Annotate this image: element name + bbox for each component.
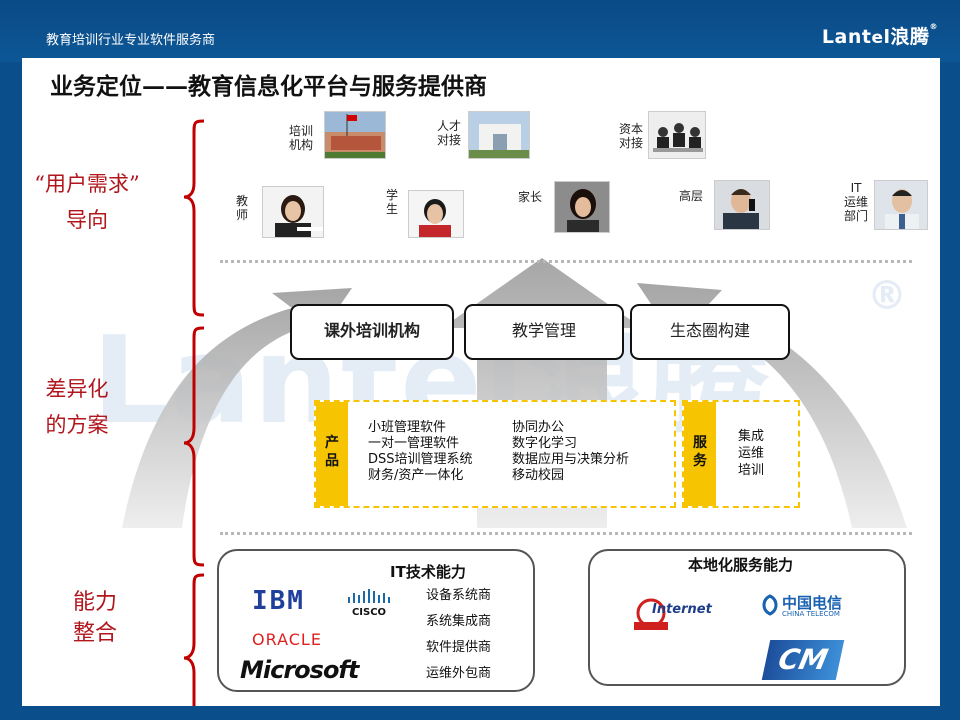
- slide-content: Lantel浪腾 ® 业务定位——教育信息化平台与服务提供商 “用户需求” 导向…: [22, 58, 940, 706]
- section-braces: [183, 119, 205, 706]
- user-label-student: 学 生: [385, 188, 398, 216]
- it-capability-panel: [217, 549, 535, 692]
- executive-photo: [714, 180, 770, 230]
- ibm-logo: IBM: [252, 586, 305, 616]
- products-panel: [314, 400, 676, 508]
- china-mobile-logo: CM: [761, 640, 845, 680]
- user-label-talent: 人才 对接: [436, 119, 461, 147]
- products-label: 产 品: [316, 402, 348, 506]
- it-capability-list: 设备系统商 系统集成商 软件提供商 运维外包商: [426, 588, 492, 681]
- watermark-reg: ®: [867, 273, 907, 319]
- divider-bottom: [220, 532, 912, 535]
- products-list-left: 小班管理软件 一对一管理软件 DSS培训管理系统 财务/资产一体化: [368, 420, 473, 483]
- it-capability-title: IT技术能力: [390, 563, 466, 581]
- microsoft-logo: Microsoft: [240, 656, 359, 684]
- page-title: 业务定位——教育信息化平台与服务提供商: [50, 73, 487, 100]
- local-capability-title: 本地化服务能力: [688, 556, 794, 574]
- internet-logo: Internet: [634, 594, 712, 632]
- divider-top: [220, 260, 912, 263]
- services-label: 服 务: [684, 402, 716, 506]
- user-label-capital: 资本 对接: [618, 122, 643, 150]
- teacher-photo: [262, 186, 324, 238]
- products-list-right: 协同办公 数字化学习 数据应用与决策分析 移动校园: [512, 420, 630, 483]
- section-label-differentiated: 差异化 的方案: [45, 377, 109, 437]
- user-label-it-ops: IT 运维 部门: [843, 181, 868, 223]
- solution-box-ecosystem: 生态圈构建: [630, 304, 790, 360]
- user-label-executive: 高层: [678, 189, 703, 203]
- company-logo: Lantel浪腾®: [821, 22, 938, 48]
- section-label-capability: 能力 整合: [72, 590, 117, 646]
- local-capability-panel: [588, 549, 906, 686]
- user-label-training-org: 培训 机构: [288, 124, 313, 152]
- services-list: 集成 运维 培训: [738, 429, 765, 478]
- user-label-parent: 家长: [517, 190, 542, 204]
- student-photo: [408, 190, 464, 238]
- talent-photo: [468, 111, 530, 159]
- header-bar: [0, 0, 960, 62]
- solution-box-teaching-mgmt: 教学管理: [464, 304, 624, 360]
- training-org-photo: [324, 111, 386, 159]
- solution-box-training-org: 课外培训机构: [290, 304, 454, 360]
- header-subtitle: 教育培训行业专业软件服务商: [46, 33, 216, 48]
- cisco-logo: CISCO: [346, 588, 392, 618]
- capital-photo: [648, 111, 706, 159]
- it-ops-photo: [874, 180, 928, 230]
- oracle-logo: ORACLE: [252, 630, 322, 649]
- parent-photo: [554, 181, 610, 233]
- user-label-teacher: 教 师: [235, 194, 248, 222]
- section-label-user-demand: “用户需求” 导向: [34, 172, 140, 232]
